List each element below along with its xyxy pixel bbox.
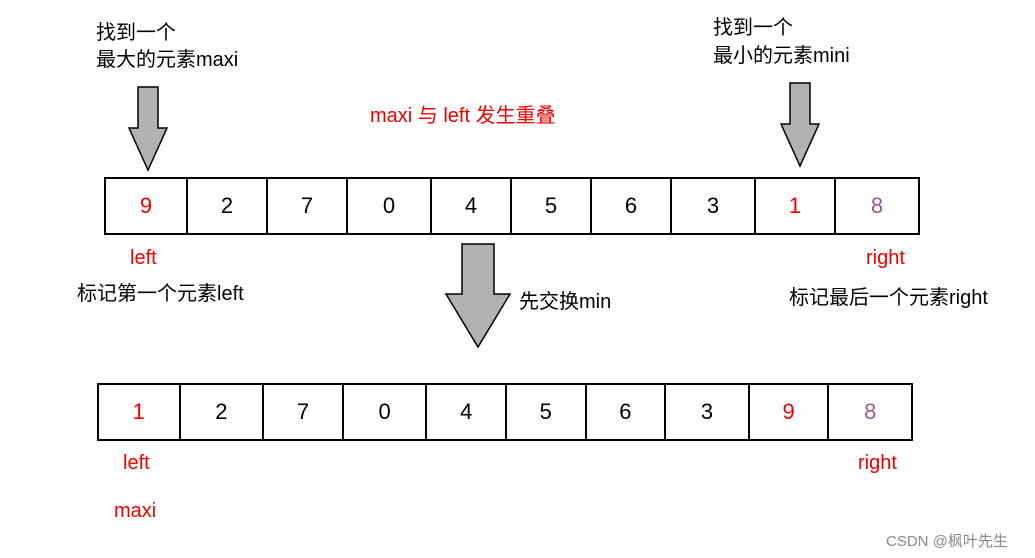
cell-value: 9	[782, 399, 795, 424]
mark-first-label: 标记第一个元素left	[77, 283, 244, 305]
right-pointer-label: right	[866, 247, 905, 269]
cell-value: 7	[296, 399, 310, 424]
cell-value: 8	[870, 193, 884, 218]
cell-value: 5	[539, 399, 552, 424]
array-cell: 2	[181, 385, 265, 439]
array-cell: 4	[427, 385, 507, 439]
cell-value: 7	[300, 193, 314, 218]
array-cell: 3	[666, 385, 750, 439]
swap-min-label: 先交换min	[519, 291, 612, 313]
right-pointer-label: right	[858, 452, 897, 474]
cell-value: 4	[464, 193, 478, 218]
array-cell: 1	[756, 179, 836, 233]
maxi-pointer-label: maxi	[114, 500, 157, 522]
array-cell: 5	[512, 179, 592, 233]
top-array: 9 2 7 0 4 5 6 3 1 8	[104, 177, 920, 235]
watermark: CSDN @枫叶先生	[886, 533, 1008, 550]
cell-value: 0	[382, 193, 396, 218]
down-arrow-icon	[128, 86, 168, 172]
find-max-label-line1: 找到一个	[96, 22, 176, 44]
cell-value: 4	[460, 399, 473, 424]
array-cell: 5	[507, 385, 587, 439]
cell-value: 5	[544, 193, 558, 218]
left-pointer-label: left	[123, 452, 150, 474]
cell-value: 8	[864, 399, 877, 424]
mark-last-label: 标记最后一个元素right	[789, 287, 988, 309]
cell-value: 6	[624, 193, 638, 218]
cell-value: 1	[132, 399, 145, 424]
cell-value: 2	[215, 399, 228, 424]
array-cell: 9	[750, 385, 830, 439]
array-cell: 8	[829, 385, 911, 439]
array-cell: 6	[592, 179, 672, 233]
array-cell: 4	[432, 179, 512, 233]
bottom-array: 1 2 7 0 4 5 6 3 9 8	[97, 383, 913, 441]
array-cell: 1	[99, 385, 181, 439]
cell-value: 9	[139, 193, 153, 218]
array-cell: 8	[836, 179, 918, 233]
array-cell: 9	[106, 179, 188, 233]
cell-value: 6	[619, 399, 632, 424]
find-min-label-line2: 最小的元素mini	[713, 45, 850, 67]
down-arrow-icon	[444, 243, 512, 349]
cell-value: 3	[700, 399, 714, 424]
array-cell: 3	[672, 179, 756, 233]
array-cell: 7	[268, 179, 348, 233]
array-cell: 6	[587, 385, 667, 439]
array-cell: 0	[344, 385, 428, 439]
find-max-label-line2: 最大的元素maxi	[96, 49, 239, 71]
cell-value: 1	[788, 193, 802, 218]
cell-value: 0	[378, 399, 391, 424]
array-cell: 7	[264, 385, 344, 439]
array-cell: 2	[188, 179, 268, 233]
cell-value: 2	[220, 193, 234, 218]
array-cell: 0	[348, 179, 432, 233]
down-arrow-icon	[780, 82, 820, 168]
cell-value: 3	[706, 193, 720, 218]
left-pointer-label: left	[130, 247, 157, 269]
find-min-label-line1: 找到一个	[713, 17, 793, 39]
overlap-note: maxi 与 left 发生重叠	[370, 105, 556, 127]
